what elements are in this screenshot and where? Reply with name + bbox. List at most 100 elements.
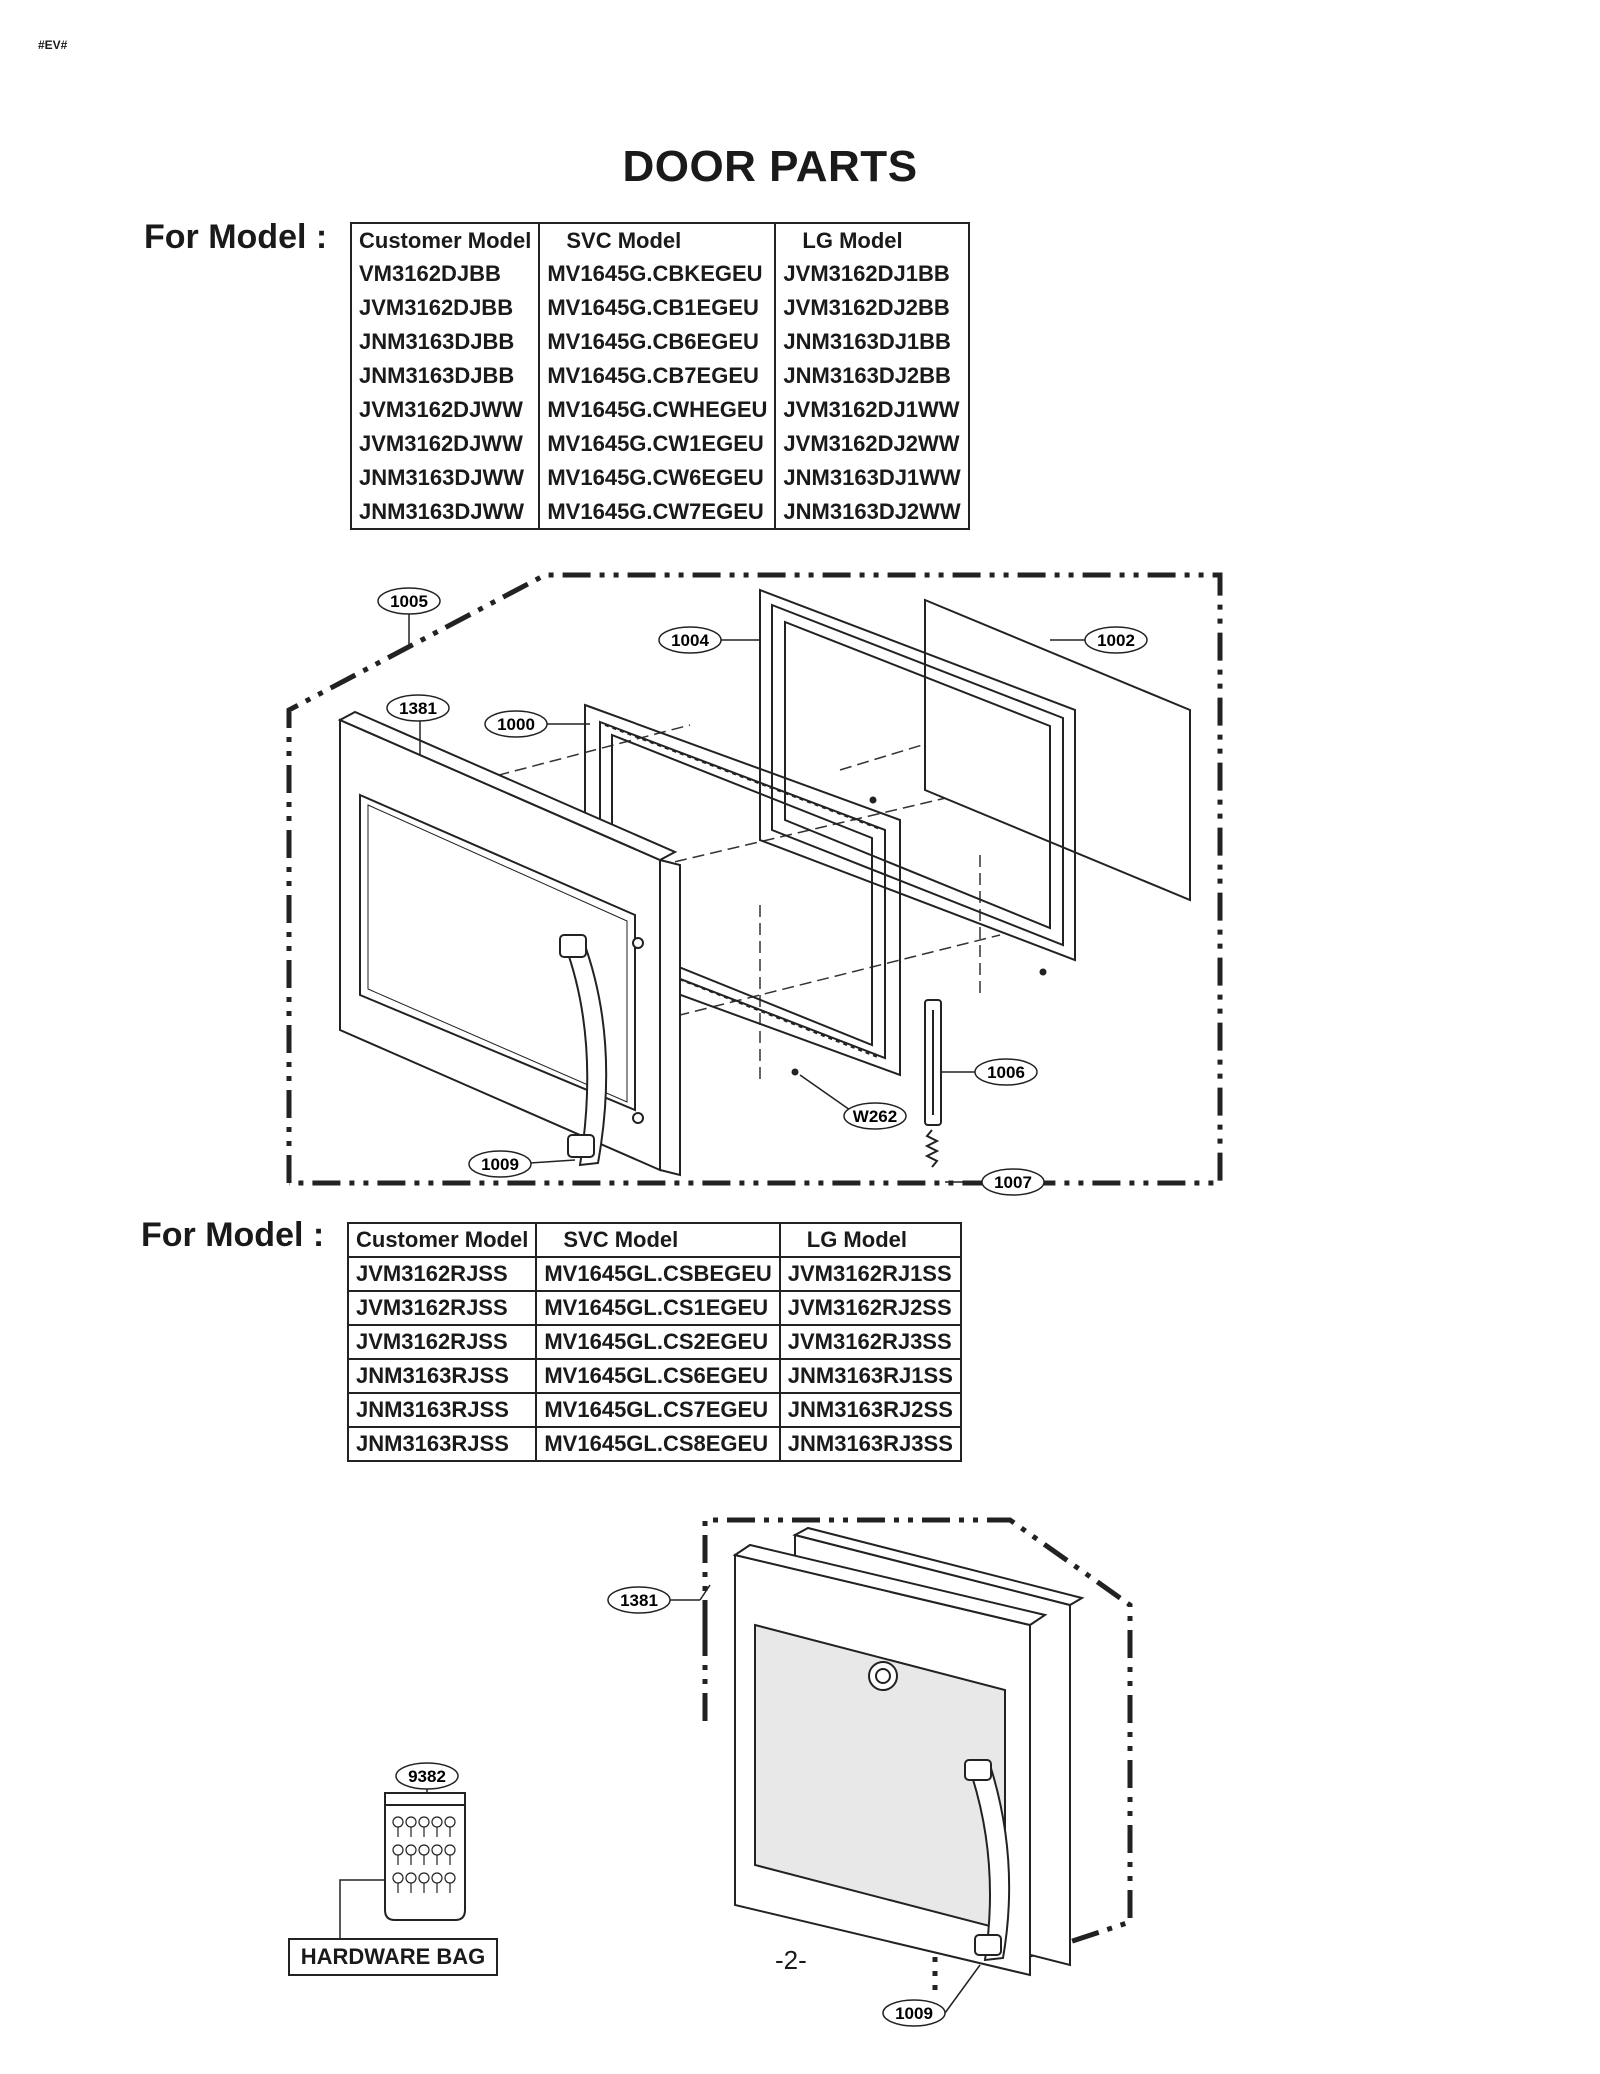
screw-icon (444, 1816, 456, 1828)
customer-model-cell: JNM3163DJBB (349, 359, 541, 393)
lg-model-cell: JVM3162RJ2SS (778, 1290, 962, 1325)
diagram-1-callouts: 1005 1004 1002 1381 1000 1006 (377, 587, 1148, 1196)
callout-1000: 1000 (484, 710, 590, 738)
screw-icon (418, 1816, 430, 1828)
lg-model-cell: JNM3163RJ3SS (778, 1426, 962, 1461)
customer-model-cell: JNM3163DJBB (349, 325, 541, 359)
callout-number: 1381 (620, 1591, 658, 1610)
callout-1005: 1005 (377, 587, 441, 648)
screw-icon (431, 1844, 443, 1856)
outer-panel-ss (732, 1543, 1048, 1977)
for-model-label-1: For Model : (144, 218, 328, 256)
customer-model-cell: JVM3162RJSS (346, 1324, 538, 1359)
lg-model-cell: JVM3162DJ1BB (774, 257, 970, 291)
svc-model-cell: MV1645G.CW6EGEU (538, 461, 777, 495)
header-lg-model: LG Model (778, 1222, 962, 1257)
lg-model-cell: JVM3162RJ1SS (778, 1256, 962, 1291)
svc-model-cell: MV1645G.CW1EGEU (538, 427, 777, 461)
model-table-2: Customer Model SVC Model LG Model JVM316… (346, 1222, 962, 1462)
latch-lever-1006 (924, 999, 942, 1126)
callout-1004: 1004 (658, 626, 760, 654)
customer-model-cell: JNM3163RJSS (346, 1358, 538, 1393)
callout-1006: 1006 (941, 1058, 1038, 1086)
hardware-bag-screws (392, 1816, 456, 1893)
svc-model-cell: MV1645G.CB6EGEU (538, 325, 777, 359)
svc-model-cell: MV1645GL.CS8EGEU (535, 1426, 781, 1461)
customer-model-cell: JVM3162DJBB (349, 291, 541, 325)
lg-model-cell: JVM3162DJ2BB (774, 291, 970, 325)
lg-model-cell: JNM3163RJ2SS (778, 1392, 962, 1427)
callout-number: 1005 (390, 592, 428, 611)
callout-number: 1009 (895, 2004, 933, 2023)
callout-1009: 1009 (468, 1150, 576, 1178)
callout-number: 1007 (994, 1173, 1032, 1192)
lg-model-cell: JNM3163RJ1SS (778, 1358, 962, 1393)
screw-icon (431, 1872, 443, 1884)
customer-model-cell: VM3162DJBB (349, 257, 541, 291)
callout-number: 1381 (399, 699, 437, 718)
spring-1007 (924, 1129, 940, 1168)
diagram-1-boundary (286, 572, 1223, 1186)
callout-1381-ss: 1381 (607, 1584, 711, 1614)
svc-model-cell: MV1645GL.CS6EGEU (535, 1358, 781, 1393)
table-header-row: Customer Model SVC Model LG Model (346, 1222, 962, 1257)
lg-model-cell: JNM3163DJ2BB (774, 359, 970, 393)
customer-model-cell: JNM3163RJSS (346, 1392, 538, 1427)
customer-model-cell: JVM3162RJSS (346, 1256, 538, 1291)
svc-model-cell: MV1645G.CB7EGEU (538, 359, 777, 393)
hardware-bag-leader (339, 1879, 385, 1938)
callout-number: 1009 (481, 1155, 519, 1174)
door-handle-1009 (559, 934, 608, 1167)
header-customer-model: Customer Model (346, 1222, 538, 1257)
header-svc-model: SVC Model (535, 1222, 781, 1257)
glass-panel-1002 (924, 598, 1191, 902)
screw-icon (418, 1844, 430, 1856)
callout-number: 1006 (987, 1063, 1025, 1082)
screw-icon (405, 1816, 417, 1828)
callout-number: W262 (853, 1107, 897, 1126)
screws (791, 796, 1047, 1076)
callout-1009-ss: 1009 (882, 1964, 981, 2027)
svc-model-cell: MV1645GL.CS7EGEU (535, 1392, 781, 1427)
screw-icon (431, 1816, 443, 1828)
for-model-label-2: For Model : (141, 1216, 325, 1254)
callout-1002: 1002 (1050, 626, 1148, 654)
callout-9382: 9382 (395, 1762, 459, 1793)
screw-icon (392, 1816, 404, 1828)
lg-model-cell: JVM3162RJ3SS (778, 1324, 962, 1359)
door-panel-1381 (337, 710, 681, 1177)
door-handle-1009-ss (964, 1759, 1011, 1962)
svc-model-cell: MV1645G.CBKEGEU (538, 257, 777, 291)
svc-model-cell: MV1645GL.CSBEGEU (535, 1256, 781, 1291)
header-lg-model: LG Model (774, 223, 970, 257)
screw-icon (418, 1872, 430, 1884)
lg-model-cell: JNM3163DJ2WW (774, 495, 970, 529)
header-svc-model: SVC Model (538, 223, 777, 257)
screw-icon (392, 1872, 404, 1884)
svc-model-cell: MV1645GL.CS2EGEU (535, 1324, 781, 1359)
svc-model-cell: MV1645G.CB1EGEU (538, 291, 777, 325)
model-table-1: Customer Model SVC Model LG Model VM3162… (349, 222, 970, 530)
lg-model-cell: JVM3162DJ2WW (774, 427, 970, 461)
svc-model-cell: MV1645G.CWHEGEU (538, 393, 777, 427)
lg-model-cell: JNM3163DJ1WW (774, 461, 970, 495)
page-number: -2- (775, 1945, 807, 1975)
customer-model-cell: JVM3162RJSS (346, 1290, 538, 1325)
svc-model-cell: MV1645GL.CS1EGEU (535, 1290, 781, 1325)
lg-model-cell: JNM3163DJ1BB (774, 325, 970, 359)
diagram-2-callouts: 1381 9382 1009 (395, 1584, 981, 2027)
callout-1007: 1007 (945, 1168, 1045, 1196)
screw-icon (405, 1844, 417, 1856)
screw-icon (405, 1872, 417, 1884)
callout-number: 9382 (408, 1767, 446, 1786)
